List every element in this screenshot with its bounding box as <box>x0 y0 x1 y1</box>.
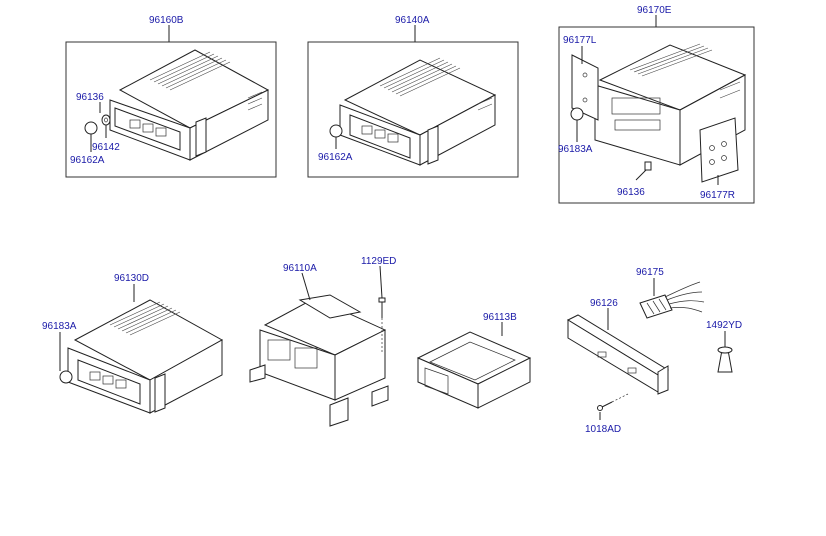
clip-96136-b <box>644 161 652 171</box>
label-96140A: 96140A <box>395 15 430 26</box>
bracket-96177R <box>699 117 739 183</box>
label-96110A: 96110A <box>283 263 317 274</box>
label-96162A-b: 96162A <box>318 152 353 163</box>
leader-lines <box>59 15 726 420</box>
connector-96175 <box>639 281 705 319</box>
radio-unit-96140A <box>339 57 497 166</box>
label-96136-b: 96136 <box>617 187 645 198</box>
knob-96183A-a <box>570 107 584 121</box>
label-96183A-b: 96183A <box>42 321 77 332</box>
screw-1018AD <box>597 393 629 411</box>
label-96160B: 96160B <box>149 15 184 26</box>
label-96126: 96126 <box>590 298 618 309</box>
label-96175: 96175 <box>636 267 664 278</box>
bracket-96177L <box>571 54 599 121</box>
knob-96162A-b <box>329 124 343 138</box>
label-96113B: 96113B <box>483 312 517 323</box>
label-1129ED: 1129ED <box>361 256 396 267</box>
knob-96183A-b <box>59 370 73 384</box>
label-96162A-a: 96162A <box>70 155 105 166</box>
label-1018AD: 1018AD <box>585 424 621 435</box>
group-box-96140A <box>307 41 519 178</box>
radio-unit-96130D <box>67 299 224 414</box>
label-96136-a: 96136 <box>76 92 104 103</box>
label-96177L: 96177L <box>563 35 597 46</box>
group-box-96160B <box>65 41 277 178</box>
label-1492YD: 1492YD <box>706 320 742 331</box>
radio-unit-96170E <box>594 43 747 166</box>
label-96177R: 96177R <box>700 190 735 201</box>
clip-1492YD <box>717 346 733 373</box>
knob-96162A-a <box>84 121 98 135</box>
label-96130D: 96130D <box>114 273 149 284</box>
radio-unit-96160B <box>109 49 270 161</box>
label-96142: 96142 <box>92 142 120 153</box>
cd-changer-96110A <box>249 294 389 427</box>
case-96113B <box>416 331 532 409</box>
label-96183A-a: 96183A <box>558 144 593 155</box>
label-96170E: 96170E <box>637 5 672 16</box>
washer-96142 <box>101 114 111 126</box>
bracket-96126 <box>566 314 670 395</box>
